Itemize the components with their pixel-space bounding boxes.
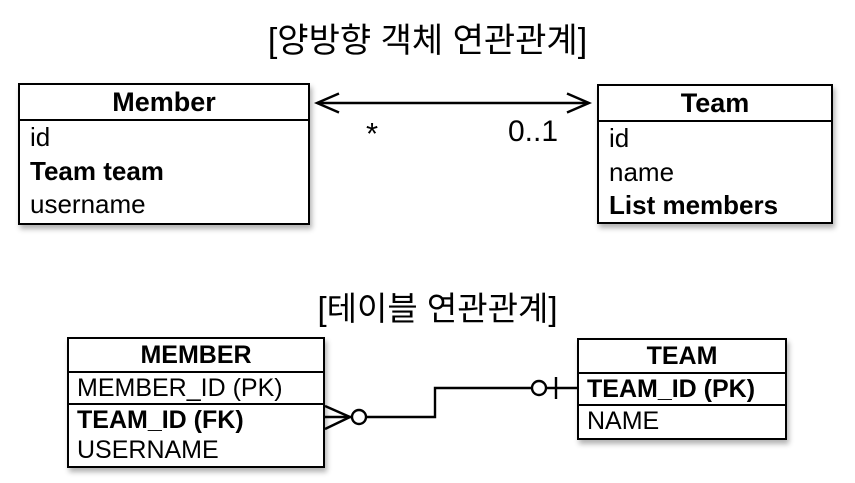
left-arrowhead-icon	[313, 92, 340, 114]
team-class-title: Team	[599, 86, 831, 122]
team-class-box: Team id name List members	[597, 84, 833, 224]
table-diagram-title: [테이블 연관관계]	[317, 290, 558, 327]
member-table-col-member-id: MEMBER_ID (PK)	[69, 373, 323, 405]
member-optional-circle-icon	[350, 408, 368, 426]
member-field-username: username	[30, 189, 146, 219]
object-diagram-title: [양방향 객체 연관관계]	[267, 22, 588, 60]
fk-connector	[324, 377, 577, 431]
member-table-col-username: USERNAME	[77, 436, 219, 464]
member-field-team: Team team	[30, 155, 164, 186]
connector-elbow-line	[366, 386, 532, 419]
member-table-title: MEMBER	[69, 339, 323, 373]
bidirectional-arrow	[313, 92, 593, 114]
team-multiplicity-label: 0..1	[507, 115, 559, 148]
team-field-members: List members	[609, 190, 779, 220]
team-field-name: name	[609, 156, 675, 187]
team-table-col-team-id: TEAM_ID (PK)	[579, 374, 785, 406]
member-class-title: Member	[20, 85, 308, 121]
team-table-col-name: NAME	[587, 407, 660, 435]
team-field-id: id	[609, 123, 630, 153]
member-class-box: Member id Team team username	[18, 83, 310, 225]
member-multiplicity-label: *	[365, 116, 379, 151]
crow-foot-many-icon	[324, 404, 352, 431]
team-table: TEAM TEAM_ID (PK) NAME	[577, 338, 787, 440]
right-arrowhead-icon	[566, 92, 593, 114]
member-field-id: id	[30, 122, 51, 152]
team-optional-circle-icon	[530, 379, 548, 397]
member-table-col-team-id: TEAM_ID (FK)	[77, 406, 244, 434]
team-table-title: TEAM	[579, 340, 785, 374]
member-table: MEMBER MEMBER_ID (PK) TEAM_ID (FK) USERN…	[67, 337, 325, 468]
